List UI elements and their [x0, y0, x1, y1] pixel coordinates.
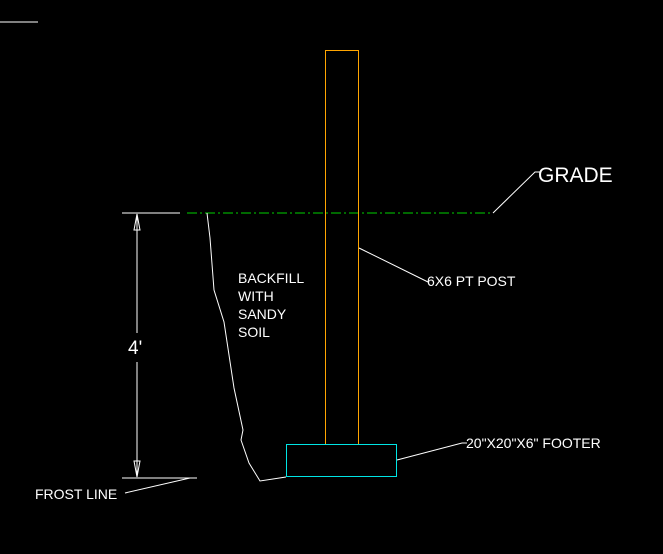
dimension-label: 4': [128, 338, 142, 359]
backfill-line-1: BACKFILL: [238, 270, 304, 286]
backfill-line-3: SANDY: [238, 306, 287, 322]
dimension-arrow-top: [133, 213, 141, 231]
footer-leader-line: [396, 442, 467, 461]
frost-line-leader: [124, 477, 197, 494]
frost-line-label: FROST LINE: [35, 486, 117, 502]
post-label: 6X6 PT POST: [427, 273, 516, 289]
pt-post: [325, 50, 359, 445]
backfill-label: BACKFILL WITH SANDY SOIL: [238, 270, 308, 340]
post-leader-line: [358, 247, 429, 283]
backfill-line-2: WITH: [238, 288, 274, 304]
excavation-boundary-line: [206, 212, 287, 482]
backfill-line-4: SOIL: [238, 324, 270, 340]
grade-leader-line: [492, 171, 540, 214]
grade-label: GRADE: [538, 164, 613, 187]
concrete-footer: [286, 444, 397, 477]
footer-label: 20"X20"X6" FOOTER: [466, 435, 601, 451]
dimension-arrow-bottom: [133, 460, 141, 478]
